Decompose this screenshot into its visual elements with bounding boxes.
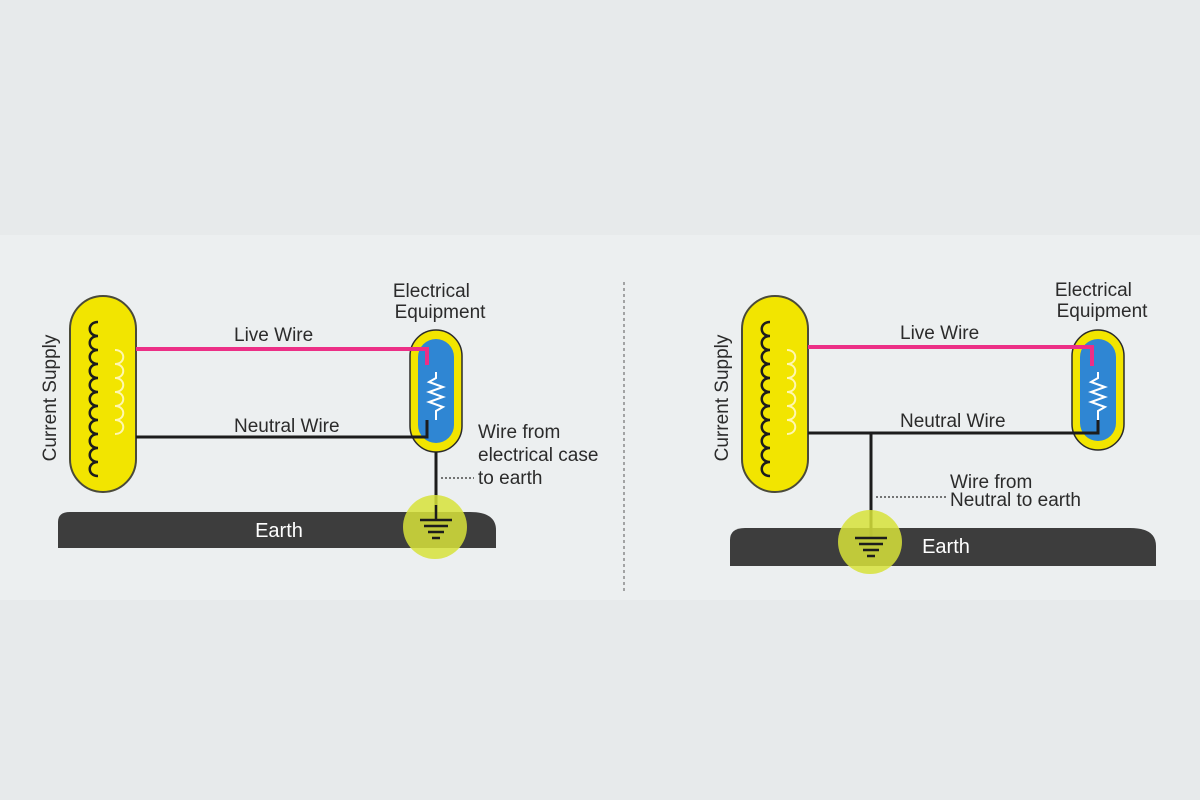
right-equipment-label: Electrical Equipment [1055,280,1148,322]
ground-symbol-icon [420,505,452,540]
right-panel: Current Supply Electrical Equipment Live… [712,280,1156,574]
transformer-coil-icon [88,320,125,478]
right-supply-box [741,295,809,493]
right-earth-bar [730,528,1156,566]
right-earth-label: Earth [922,536,970,558]
right-earth-highlight [838,510,902,574]
right-ground-wire-label: Wire from Neutral to earth [950,472,1081,511]
resistor-icon [426,372,446,420]
left-supply-box [69,295,137,493]
right-neutral-label: Neutral Wire [900,411,1006,432]
right-supply-label: Current Supply [712,334,733,461]
transformer-coil-icon [760,320,797,478]
left-live-label: Live Wire [234,325,313,346]
left-live-wire [136,347,429,365]
left-neutral-label: Neutral Wire [234,416,340,437]
ground-symbol-icon [855,536,887,558]
left-equipment-label: Electrical Equipment [393,281,486,323]
right-live-label: Live Wire [900,323,979,344]
resistor-icon [1088,372,1108,420]
left-supply-label: Current Supply [40,334,61,461]
left-equipment-inner [418,339,454,443]
left-ground-wire-label: Wire from electrical case to earth [478,422,604,489]
right-live-wire [808,345,1094,366]
left-earth-label: Earth [255,520,303,542]
left-panel: Current Supply Electrical Equipment Live… [40,281,604,559]
left-earth-bar [58,512,496,548]
right-neutral-wire [808,420,1100,435]
